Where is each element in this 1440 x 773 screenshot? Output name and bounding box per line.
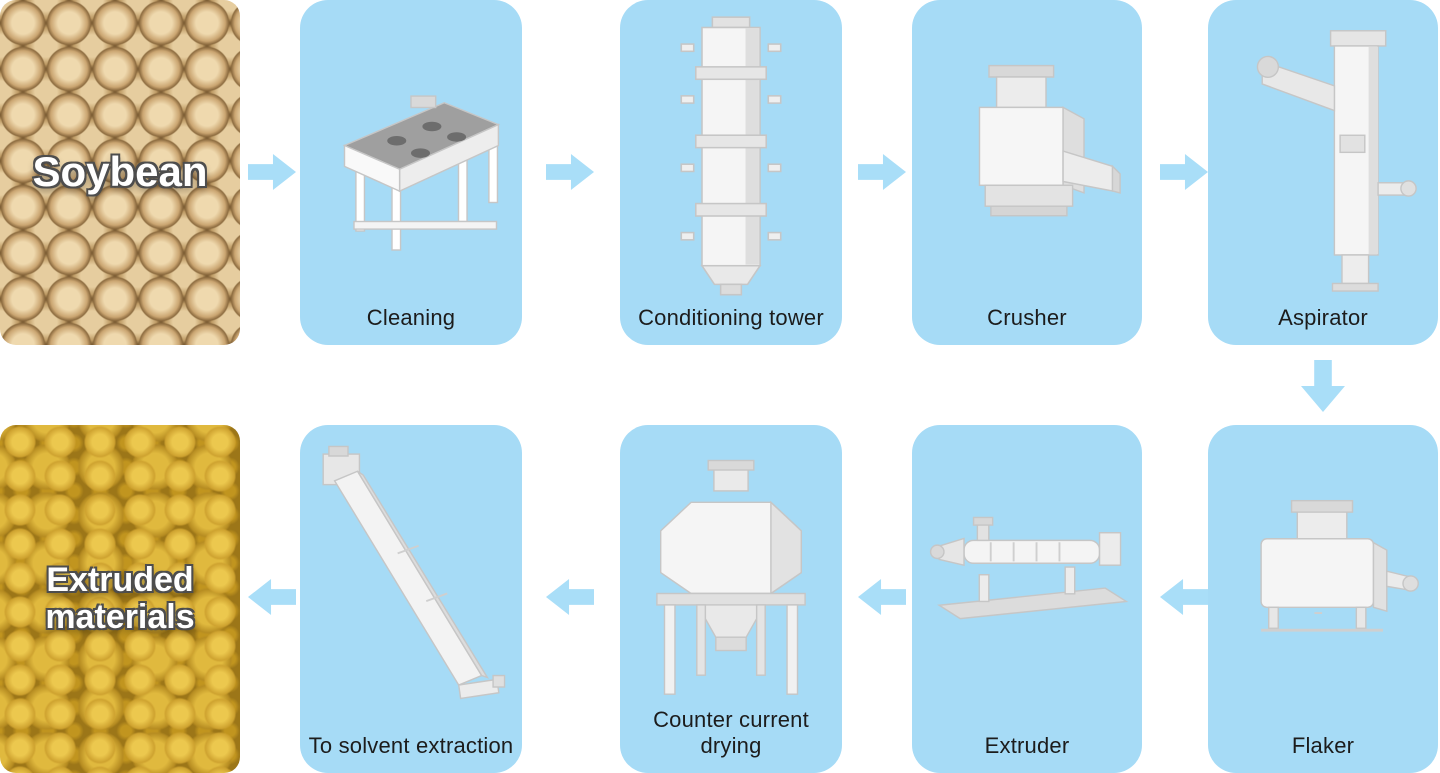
arrow-down-icon — [1301, 360, 1345, 412]
counter-current-dryer-icon — [656, 459, 806, 695]
step-card-counter-current-drying: Counter current drying — [620, 425, 842, 773]
inclined-conveyor-icon — [322, 445, 506, 700]
step-label-extruder: Extruder — [984, 733, 1070, 758]
step-card-conditioning-tower: Conditioning tower — [620, 0, 842, 345]
arrow-left-icon — [546, 579, 594, 615]
arrow-left-icon — [858, 579, 906, 615]
arrow-right-icon — [248, 154, 296, 190]
crusher-machine-icon — [978, 64, 1121, 216]
step-label-flaker: Flaker — [1291, 733, 1355, 758]
step-card-to-solvent-extraction: To solvent extraction — [300, 425, 522, 773]
arrow-left-icon — [1160, 579, 1208, 615]
soybean-photo: Soybean — [0, 0, 240, 345]
cleaning-machine-icon — [342, 94, 501, 251]
arrow-right-icon — [858, 154, 906, 190]
step-card-crusher: Crusher — [912, 0, 1142, 345]
step-label-counter-current-drying: Counter current drying — [653, 707, 809, 758]
step-label-crusher: Crusher — [987, 305, 1067, 330]
extruded-materials-photo: Extruded materials — [0, 425, 240, 773]
aspirator-machine-icon — [1256, 29, 1417, 292]
step-label-conditioning-tower: Conditioning tower — [638, 305, 824, 330]
arrow-right-icon — [546, 154, 594, 190]
soybean-photo-label: Soybean — [32, 148, 208, 196]
step-card-cleaning: Cleaning — [300, 0, 522, 345]
conditioning-tower-icon — [680, 15, 782, 295]
step-card-flaker: Flaker — [1208, 425, 1438, 773]
arrow-right-icon — [1160, 154, 1208, 190]
arrow-left-icon — [248, 579, 296, 615]
step-card-extruder: Extruder — [912, 425, 1142, 773]
step-label-cleaning: Cleaning — [366, 305, 456, 330]
step-card-aspirator: Aspirator — [1208, 0, 1438, 345]
step-label-aspirator: Aspirator — [1278, 305, 1368, 330]
extruder-machine-icon — [929, 516, 1129, 620]
flaker-machine-icon — [1260, 499, 1419, 632]
step-label-to-solvent-extraction: To solvent extraction — [308, 733, 514, 758]
extruded-materials-photo-label: Extruded materials — [45, 560, 195, 636]
